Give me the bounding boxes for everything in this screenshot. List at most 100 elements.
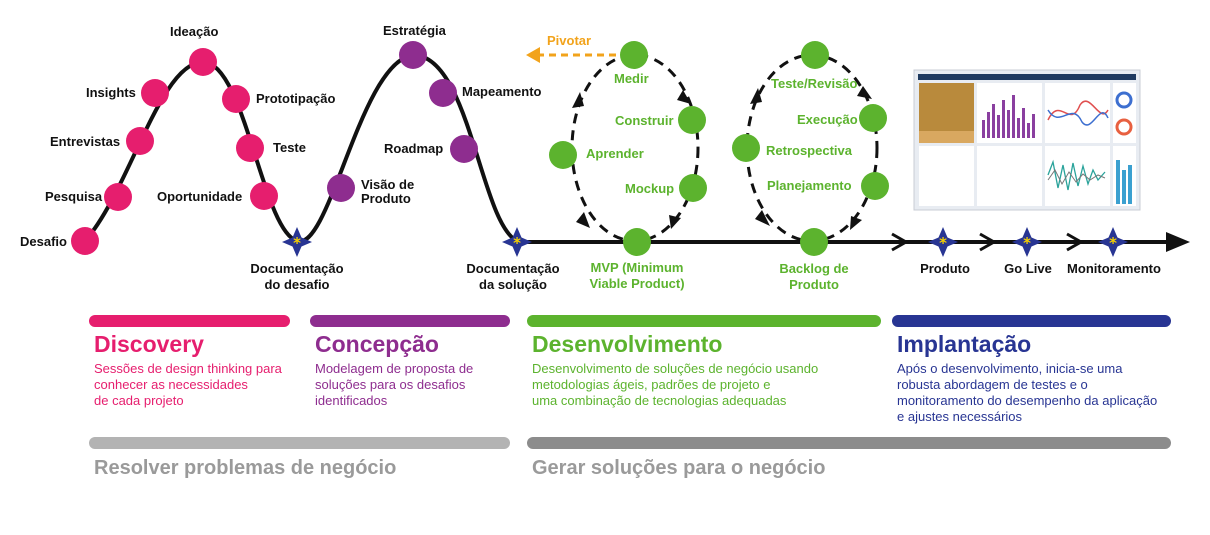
label-oportunidade: Oportunidade	[157, 189, 242, 204]
label-insights: Insights	[86, 85, 136, 100]
desc-line: identificados	[315, 393, 388, 408]
dashboard-line-blue	[1047, 109, 1109, 126]
star-monitoramento-icon: *	[1098, 227, 1128, 257]
phase-title-implantacao: Implantação	[897, 331, 1032, 357]
desc-line: de cada projeto	[94, 393, 184, 408]
node-desafio	[71, 227, 99, 255]
doc-labels: Documentação do desafio Documentação da …	[250, 261, 559, 292]
dashboard-bars	[982, 95, 1035, 138]
goal-title-gerar: Gerar soluções para o negócio	[532, 457, 826, 479]
node-teste-revisao	[801, 41, 829, 69]
desc-line: e ajustes necessários	[897, 409, 1023, 424]
label-construir: Construir	[615, 113, 674, 128]
goal-title-resolver: Resolver problemas de negócio	[94, 457, 397, 479]
timeline-chevron-2	[979, 232, 998, 252]
label-produto: Produto	[361, 191, 411, 206]
label-execucao: Execução	[797, 112, 858, 127]
label-mvp-2: Viable Product)	[589, 276, 684, 291]
label-planejamento: Planejamento	[767, 178, 852, 193]
star-doc-desafio-icon: *	[282, 227, 312, 257]
star-produto-icon: *	[928, 227, 958, 257]
label-doc-desafio-1: Documentação	[250, 261, 343, 276]
implantacao-bar	[892, 315, 1171, 327]
dashboard-wave-gray	[1047, 169, 1106, 186]
node-aprender	[549, 141, 577, 169]
timeline-arrowhead	[1166, 232, 1190, 252]
desc-line: Após o desenvolvimento, inicia-se uma	[897, 361, 1123, 376]
pivotar-group: Pivotar	[526, 33, 616, 63]
desc-line: conhecer as necessidades	[94, 377, 248, 392]
svg-text:*: *	[1109, 234, 1117, 252]
mvp-arrow-4-icon	[572, 92, 584, 108]
goal-bar-resolver	[89, 437, 510, 449]
label-teste-revisao: Teste/Revisão	[771, 76, 858, 91]
svg-text:*: *	[1023, 234, 1031, 252]
label-aprender: Aprender	[586, 146, 644, 161]
label-entrevistas: Entrevistas	[50, 134, 120, 149]
node-mvp	[623, 228, 651, 256]
node-pesquisa	[104, 183, 132, 211]
milestone-labels: Produto Go Live Monitoramento	[920, 261, 1161, 276]
desenvolvimento-bar	[527, 315, 881, 327]
goal-bar-gerar	[527, 437, 1171, 449]
label-pivotar: Pivotar	[547, 33, 591, 48]
desc-line: Desenvolvimento de soluções de negócio u…	[532, 361, 819, 376]
phase-title-discovery: Discovery	[94, 331, 204, 357]
node-prototipacao	[222, 85, 250, 113]
node-entrevistas	[126, 127, 154, 155]
node-teste	[236, 134, 264, 162]
star-go-live-icon: *	[1012, 227, 1042, 257]
node-estrategia	[399, 41, 427, 69]
label-mvp-1: MVP (Minimum	[591, 260, 684, 275]
discovery-bar	[89, 315, 290, 327]
phase-title-desenvolvimento: Desenvolvimento	[532, 331, 723, 357]
label-prototipacao: Prototipação	[256, 91, 336, 106]
node-planejamento	[861, 172, 889, 200]
backlog-arrow-3-icon	[755, 210, 770, 226]
desc-line: Modelagem de proposta de	[315, 361, 474, 376]
label-doc-desafio-2: do desafio	[264, 277, 329, 292]
node-construir	[678, 106, 706, 134]
phase-title-concepcao: Concepção	[315, 331, 439, 357]
svg-text:*: *	[513, 234, 521, 252]
node-backlog	[800, 228, 828, 256]
phase-desc-concepcao: Modelagem de proposta de soluções para o…	[315, 361, 473, 409]
node-ideacao	[189, 48, 217, 76]
mvp-arrow-2-icon	[669, 215, 681, 229]
node-visao-produto	[327, 174, 355, 202]
concepcao-nodes	[327, 41, 478, 202]
label-monitoramento: Monitoramento	[1067, 261, 1161, 276]
label-pesquisa: Pesquisa	[45, 189, 103, 204]
label-teste: Teste	[273, 140, 306, 155]
node-roadmap	[450, 135, 478, 163]
label-visao-de: Visão de	[361, 177, 414, 192]
node-oportunidade	[250, 182, 278, 210]
desc-line: uma combinação de tecnologias adequadas	[532, 393, 787, 408]
pivotar-arrowhead-icon	[526, 47, 540, 63]
desc-line: soluções para os desafios	[315, 377, 466, 392]
dashboard-thumbnail	[913, 69, 1141, 211]
desc-line: monitoramento do desempenho da aplicação	[897, 393, 1158, 408]
timeline-chevron-1	[891, 232, 910, 252]
dashboard-line-red	[1047, 100, 1109, 121]
label-doc-solucao-2: da solução	[479, 277, 547, 292]
desc-line: robusta abordagem de testes e o	[897, 377, 1088, 392]
label-go-live: Go Live	[1004, 261, 1052, 276]
backlog-arrow-2-icon	[850, 216, 862, 230]
label-desafio: Desafio	[20, 234, 67, 249]
star-doc-solucao-icon: *	[502, 227, 532, 257]
phase-desc-discovery: Sessões de design thinking para conhecer…	[94, 361, 282, 409]
mvp-arrow-3-icon	[576, 212, 590, 228]
node-retrospectiva	[732, 134, 760, 162]
mvp-arrow-1-icon	[677, 90, 691, 104]
backlog-arrow-1-icon	[857, 86, 872, 99]
svg-text:*: *	[293, 234, 301, 252]
label-mapeamento: Mapeamento	[462, 84, 542, 99]
label-roadmap: Roadmap	[384, 141, 443, 156]
backlog-arrow-4-icon	[750, 88, 762, 104]
desc-line: metodologias ágeis, padrões de projeto e	[532, 377, 771, 392]
label-produto-milestone: Produto	[920, 261, 970, 276]
dashboard-wave-teal	[1047, 159, 1106, 191]
phase-desc-desenvolvimento: Desenvolvimento de soluções de negócio u…	[532, 361, 818, 409]
